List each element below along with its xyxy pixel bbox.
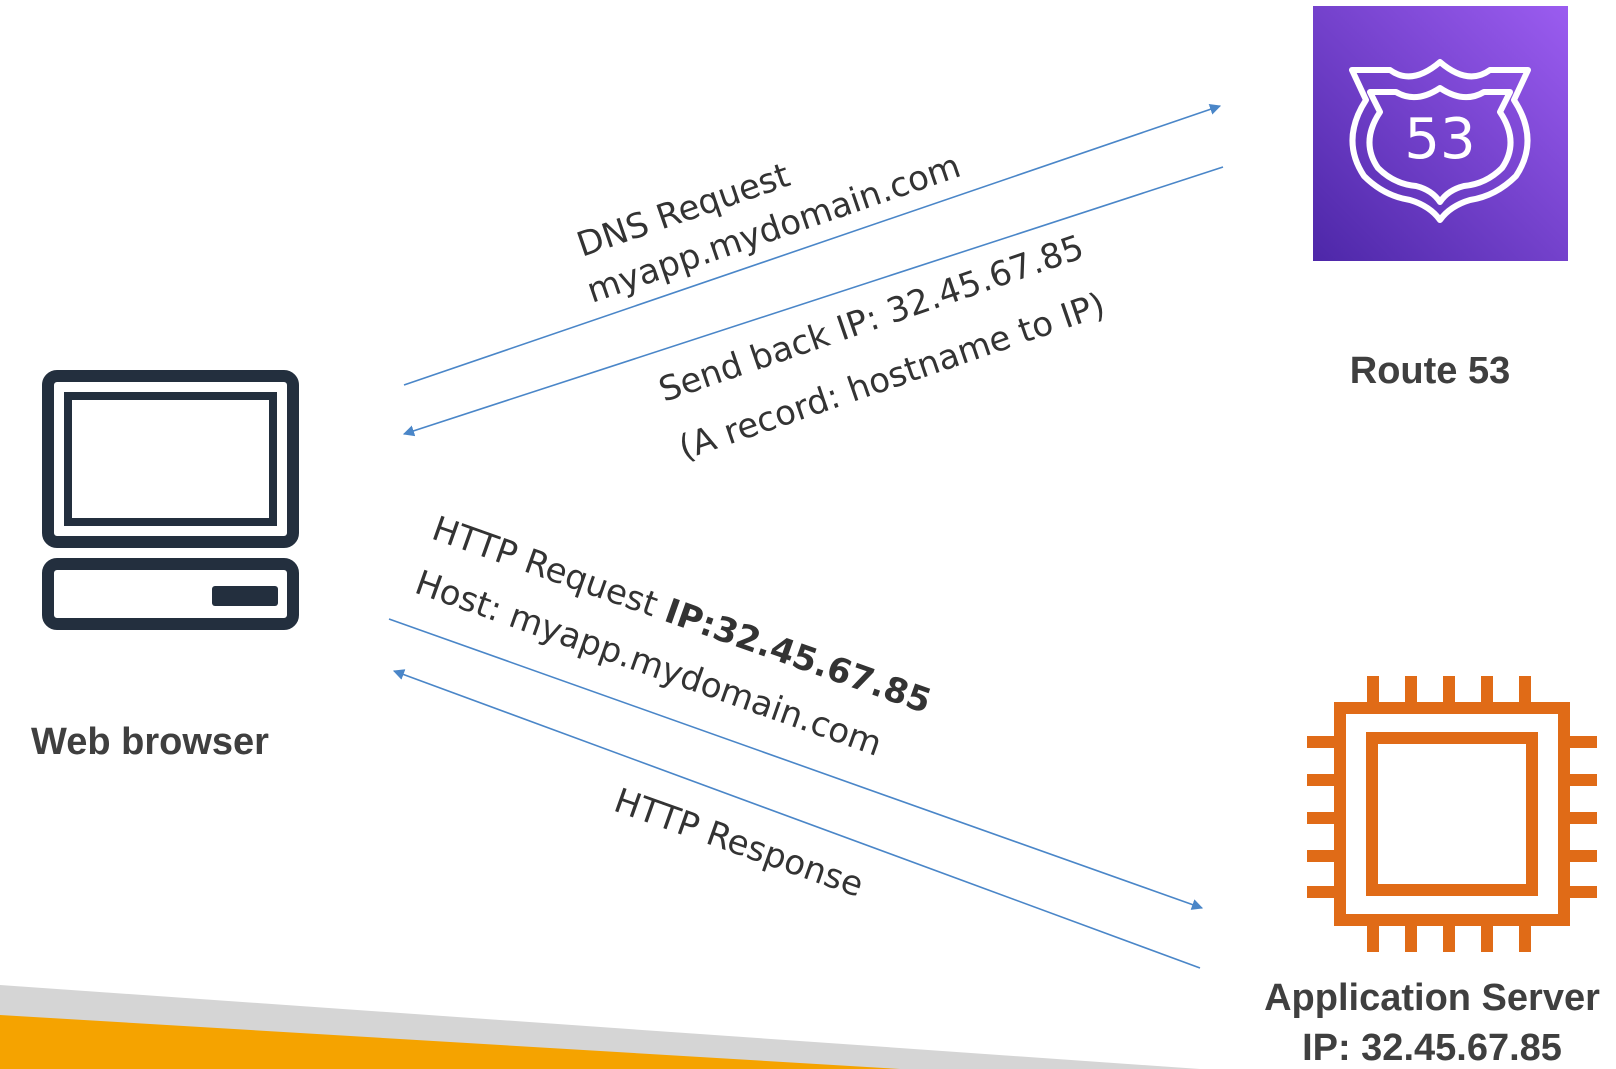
browser-label: Web browser	[31, 721, 269, 763]
server-label: Application Server	[1264, 977, 1600, 1019]
route53-shield-icon: 53	[1313, 6, 1568, 261]
dns-request-arrow	[403, 103, 1222, 386]
desktop-computer-icon	[42, 370, 299, 630]
route53-badge: 53	[1404, 107, 1475, 172]
http-response-line1: HTTP Response	[609, 781, 868, 906]
http-response-message: HTTP Response	[609, 781, 868, 906]
route53-label: Route 53	[1350, 350, 1510, 392]
arrows	[388, 103, 1224, 969]
http-response-arrow	[392, 669, 1201, 969]
http-request-arrow	[388, 618, 1204, 910]
dns-response-arrow	[402, 166, 1224, 437]
ec2-chip-icon	[1307, 676, 1597, 952]
footer-decoration	[0, 985, 1200, 1069]
server-ip-label: IP: 32.45.67.85	[1302, 1027, 1562, 1069]
